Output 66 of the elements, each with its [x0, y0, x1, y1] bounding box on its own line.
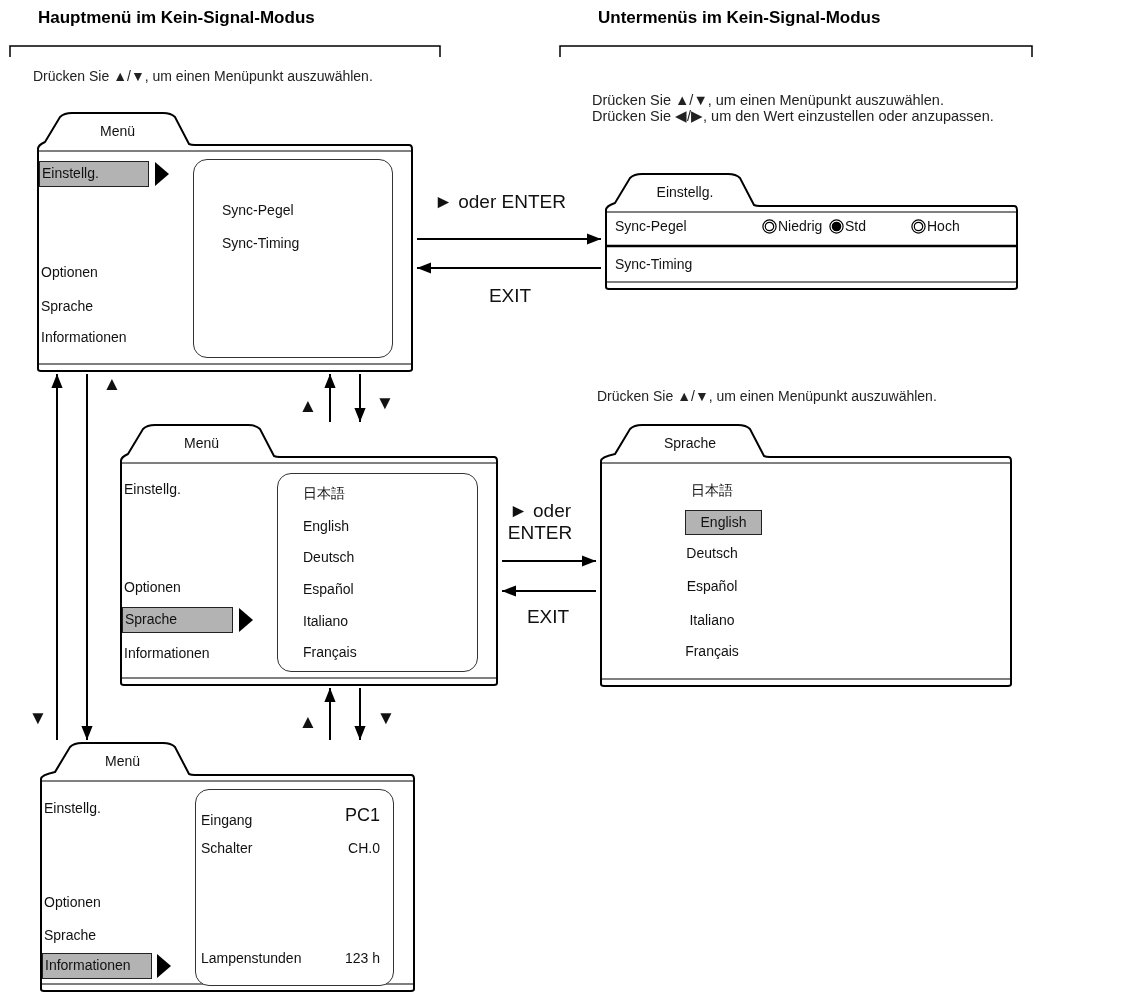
arrow — [501, 555, 597, 567]
tab-title: Menü — [183, 433, 220, 452]
menu-item: Sprache — [44, 926, 97, 944]
submenu-item: Français — [303, 643, 357, 661]
submenu-item: 日本語 — [303, 484, 345, 502]
menu-item: Optionen — [44, 893, 101, 911]
menu-item: Informationen — [41, 328, 127, 346]
menu-item: Français — [684, 642, 740, 660]
instruction-text: Drücken Sie ▲/▼, um einen Menüpunkt auszuwählen. — [592, 92, 944, 108]
arrow — [324, 687, 336, 741]
option-label: Niedrig — [778, 217, 823, 235]
menu-window — [600, 424, 1012, 687]
menu-item: Deutsch — [685, 544, 739, 562]
menu-item: Sync-Pegel — [615, 217, 687, 235]
selected-menu-item: Einstellg. — [39, 161, 149, 187]
submenu-item: Deutsch — [303, 548, 355, 566]
arrow — [81, 373, 93, 741]
menu-window — [605, 173, 1018, 290]
submenu-panel — [277, 473, 478, 672]
menu-item: Optionen — [124, 578, 181, 596]
arrow — [416, 233, 602, 245]
instruction-text: Drücken Sie ▲/▼, um einen Menüpunkt auszuwählen. — [33, 68, 373, 84]
menu-window — [120, 424, 498, 686]
instruction-text: Drücken Sie ◀/▶, um den Wert einzustellen oder anzupassen. — [592, 108, 994, 124]
value-text: CH.0 — [348, 839, 380, 857]
arrow — [354, 373, 366, 423]
tab-title: Menü — [99, 121, 136, 140]
option-label: Hoch — [927, 217, 960, 235]
arrow — [416, 262, 602, 274]
menu-item: Español — [685, 577, 739, 595]
arrow — [501, 585, 597, 597]
menu-item: 日本語 — [690, 481, 734, 499]
selected-menu-item: English — [685, 510, 762, 535]
menu-item: Optionen — [41, 263, 98, 281]
menu-item: Sync-Timing — [615, 255, 693, 273]
section-heading: Hauptmenü im Kein-Signal-Modus — [38, 10, 315, 26]
menu-window — [37, 112, 413, 372]
instruction-text: Drücken Sie ▲/▼, um einen Menüpunkt auszuwählen. — [597, 388, 937, 404]
submenu-panel — [193, 159, 393, 358]
selected-menu-item: Sprache — [122, 607, 233, 633]
menu-window — [40, 742, 415, 992]
submenu-item: Lampenstunden — [201, 949, 302, 967]
tab-title: Einstellg. — [655, 182, 715, 201]
menu-item: Italiano — [688, 611, 736, 629]
option-label: Std — [845, 217, 866, 235]
submenu-item: Schalter — [201, 839, 253, 857]
menu-item: Sprache — [41, 297, 94, 315]
tab-title: Sprache — [662, 433, 718, 452]
section-heading: Untermenüs im Kein-Signal-Modus — [598, 10, 881, 26]
tab-title: Menü — [104, 751, 141, 770]
menu-item: Informationen — [124, 644, 210, 662]
submenu-panel — [195, 789, 394, 986]
selected-menu-item: Informationen — [42, 953, 152, 979]
menu-item: Einstellg. — [124, 480, 181, 498]
submenu-item: Italiano — [303, 612, 349, 630]
submenu-item: Sync-Timing — [222, 234, 300, 252]
arrow — [324, 373, 336, 423]
value-text: PC1 — [345, 804, 380, 826]
arrow — [354, 687, 366, 741]
submenu-item: English — [303, 517, 349, 535]
value-text: 123 h — [344, 949, 380, 967]
submenu-item: Eingang — [201, 811, 253, 829]
menu-item: Einstellg. — [44, 799, 101, 817]
submenu-item: Español — [303, 580, 354, 598]
arrow — [51, 373, 63, 741]
submenu-item: Sync-Pegel — [222, 201, 294, 219]
